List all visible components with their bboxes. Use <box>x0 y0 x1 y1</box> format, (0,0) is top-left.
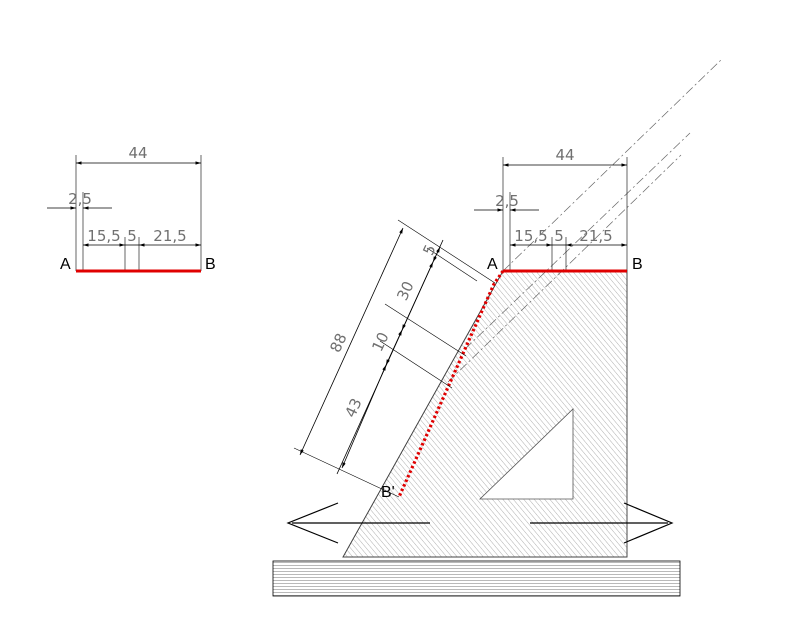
set-square <box>342 270 628 558</box>
slant-dim-total-line <box>299 227 404 456</box>
slant-dim-1-line <box>432 246 441 263</box>
left-point-b: B <box>205 256 216 273</box>
right-dim-left: 15,5 <box>514 227 547 245</box>
right-dim-offset: 2,5 <box>495 192 519 210</box>
left-dim-mid: 5 <box>127 227 137 245</box>
arrow-left-icon <box>286 502 430 544</box>
slant-ext-1 <box>397 219 496 284</box>
left-view: 44 2,5 15,5 5 21,5 A B <box>47 144 216 273</box>
slant-dim-2-line <box>401 261 434 331</box>
left-dim-offset: 2,5 <box>68 190 92 208</box>
construction-line-2 <box>464 132 691 350</box>
right-dim-total: 44 <box>555 146 574 164</box>
slant-dim-3: 10 <box>368 329 392 354</box>
left-dim-right: 21,5 <box>153 227 186 245</box>
right-point-a: A <box>487 256 498 273</box>
slant-dim-1: 5 <box>419 242 439 258</box>
slant-ext-5 <box>293 447 400 498</box>
left-dim-total: 44 <box>128 144 147 162</box>
slant-dim-4: 43 <box>341 395 365 420</box>
slant-ext-3 <box>384 303 467 357</box>
right-dim-mid: 5 <box>554 227 564 245</box>
construction-line-3 <box>447 154 682 383</box>
right-dim-right: 21,5 <box>579 227 612 245</box>
left-point-a: A <box>60 256 71 273</box>
right-view: 44 2,5 15,5 5 21,5 A B B' 88 5 30 <box>272 58 723 597</box>
left-dim-left: 15,5 <box>87 227 120 245</box>
right-point-b: B <box>632 256 643 273</box>
slant-ext-4 <box>379 340 453 389</box>
slant-dim-2: 30 <box>393 278 417 303</box>
slant-dim-3-line <box>385 329 403 366</box>
base-ruler <box>272 560 681 597</box>
arrow-right-icon <box>530 502 674 544</box>
projected-segment-ab-prime <box>397 270 505 498</box>
right-point-b-prime: B' <box>381 484 395 501</box>
slant-dim-4-line <box>341 364 387 469</box>
